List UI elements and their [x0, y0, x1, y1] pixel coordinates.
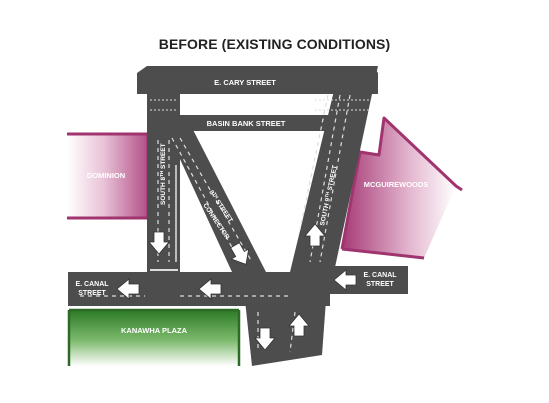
canal-west-westbound-arrow-1: [116, 278, 140, 300]
mcguirewoods-building: [340, 116, 463, 260]
e-cary-street-label: E. CARY STREET: [214, 78, 276, 87]
basin-bank-street-label: BASIN BANK STREET: [207, 119, 286, 128]
map-title: BEFORE (EXISTING CONDITIONS): [158, 36, 391, 52]
kanawha-plaza: [67, 308, 241, 366]
south-9th-northbound-arrow: [304, 223, 326, 247]
south-exit-southbound-arrow: [254, 327, 276, 351]
e-canal-west-label-line2: STREET: [78, 290, 106, 297]
lane-markings: [80, 94, 370, 353]
south-8th-street-label: SOUTH 8TH STREET: [159, 143, 167, 205]
south-9th-street: [290, 66, 378, 272]
south-8th-street: [147, 66, 180, 281]
e-canal-west-label-line1: E. CANAL: [75, 281, 109, 288]
e-canal-east-label-line1: E. CANAL: [363, 272, 397, 279]
canal-west-westbound-arrow-2: [198, 278, 222, 300]
south-exit-street: [245, 300, 326, 366]
e-cary-street: [137, 66, 378, 94]
connector-southbound-arrow: [230, 242, 250, 265]
south-8th-southbound-arrow: [148, 231, 170, 255]
canal-east-westbound-arrow: [333, 269, 357, 291]
direction-arrows: [116, 223, 357, 351]
basin-bank-street: [148, 115, 340, 131]
mcguirewoods-label: MCGUIREWOODS: [364, 180, 429, 189]
e-canal-street-east: [318, 266, 408, 294]
kanawha-plaza-label: KANAWHA PLAZA: [121, 326, 188, 335]
e-canal-east-label-line2: STREET: [366, 281, 394, 288]
dominion-label: DOMINION: [87, 171, 125, 180]
south-exit-northbound-arrow: [288, 313, 310, 337]
